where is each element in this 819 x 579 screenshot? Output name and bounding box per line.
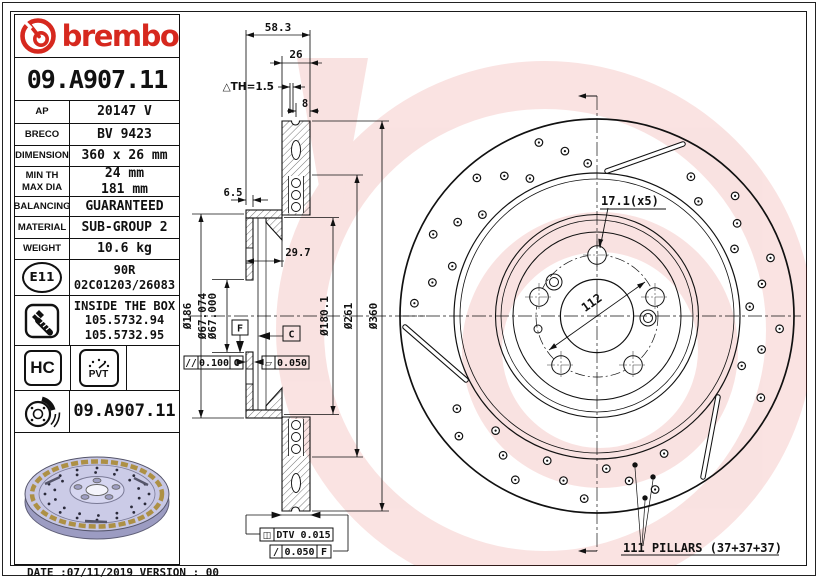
date-version-line: DATE :07/11/2019 VERSION : 00 [27,566,220,579]
disc-caliper-icon [24,396,61,428]
technical-drawing: 17.1(x5) 112 111 PILLARS (37+37+37) [181,21,807,566]
brand-wordmark: brembo [61,18,180,53]
pvt-gauge-icon [88,358,109,369]
runout-value: 0.050 [284,547,314,558]
fillet-top [265,217,283,242]
dim-offset: 29.7 [285,247,310,259]
datum-c: C [288,330,294,341]
hat-shoulder-top [245,209,283,219]
homologation-line1: 90R [113,263,136,278]
inside-box-item: 105.5732.94 [84,313,165,328]
runout-symbol: / [273,547,279,558]
dim-thickness: 26 [289,48,303,61]
disc-slots [402,141,721,480]
brembo-roundel-icon [19,18,56,54]
table-row-minth-maxdia: MIN TH MAX DIA 24 mm 181 mm [15,165,179,197]
dia-hat: Ø180.1 [318,296,331,337]
parallelism-symbol: // [185,358,197,369]
footer-part-number: 09.A907.11 [73,401,176,422]
table-row-photo [15,433,179,566]
pvt-badge: PVT [78,349,119,387]
drill-holes [410,138,784,504]
screw-icon [24,303,60,338]
flatness-symbol: ▱ [265,359,272,369]
row-label2: MAX DIA [21,181,63,193]
tolerance-frames [183,319,334,559]
table-row-coatings: HC PVT [15,346,179,391]
dia-bore-max: Ø67.074 [196,292,209,340]
flange-bolt-hole [245,368,254,385]
flange-bolt-hole [245,247,254,264]
hc-badge: HC [23,350,62,386]
drawing-frame [10,11,807,566]
dia-outer: Ø360 [367,303,380,331]
part-number-row: 09.A907.11 [15,58,179,101]
row-value: 10.6 kg [97,241,152,257]
table-row-dimension: DIMENSION 360 x 26 mm [15,146,179,167]
row-value: 24 mm [104,165,145,181]
section-view [188,120,425,512]
table-row-balancing: BALANCING GUARANTEED [14,197,179,217]
countersunk-holes [533,273,657,334]
inside-box-item: 105.5732.95 [84,327,165,342]
row-label: DIMENSION [15,146,70,166]
table-row-homologation: E11 90R 02C01203/26083 [15,260,179,296]
row-label: MIN TH [25,169,59,181]
photo-drill-holes [43,466,151,522]
bolt-hole-centermarks [525,241,669,379]
centerlines [403,96,801,551]
flatness-value: 0.050 [277,358,307,369]
runout-ref: F [321,547,327,558]
arrowheads [198,32,645,554]
part-number: 09.A907.11 [26,64,169,94]
e11-mark: E11 [22,262,62,293]
table-row-breco: BRECO BV 9423 [15,124,179,146]
vent-channels [245,140,304,493]
datum-f: F [237,324,243,335]
pillar-callout [621,462,779,556]
pvt-label: PVT [88,368,109,380]
spec-table: brembo 09.A907.11 AP 20147 V BRECO BV 94… [14,14,180,565]
dia-flange: Ø186 [181,302,194,330]
table-row-material: MATERIAL SUB-GROUP 2 [15,217,179,239]
row-value2: 181 mm [101,181,148,197]
pcd-dim: 112 [579,291,605,315]
row-label: WEIGHT [15,239,70,259]
hat-shoulder-bottom [245,409,283,419]
disc-photo [24,456,170,540]
row-label: AP [15,101,70,123]
parallelism-value: 0.100 [199,358,229,369]
pillars-note: 111 PILLARS (37+37+37) [623,541,782,555]
fillet-bottom [265,386,283,411]
dim-groove: 8 [302,98,308,110]
dtv-value: DTV 0.015 [276,530,330,541]
dim-flange-thickness: 6.5 [224,187,243,199]
row-value: GUARANTEED [85,198,164,214]
row-label: MATERIAL [15,217,70,238]
row-value: BV 9423 [97,126,152,142]
table-row-ap: AP 20147 V [15,101,179,124]
table-row-inside-box: INSIDE THE BOX 105.5732.94 105.5732.95 [15,296,179,346]
row-label: BALANCING [14,197,71,216]
row-label: BRECO [15,124,70,145]
row-value: 360 x 26 mm [81,148,168,164]
drilled-hole-section [291,473,301,493]
dim-min-th-step: △TH=1.5 [223,81,274,93]
dtv-symbol: ◫ [263,531,272,541]
homologation-line2: 02C01203/26083 [73,277,176,292]
drilled-hole-section [291,140,301,160]
row-value: 20147 V [97,104,152,120]
bolt-hole-dim: 17.1(x5) [601,194,659,208]
table-row-weight: WEIGHT 10.6 kg [15,239,179,260]
dia-friction-inner: Ø261 [342,302,355,330]
dim-overall-width: 58.3 [265,21,292,34]
inside-box-title: INSIDE THE BOX [73,298,176,313]
table-row-part-footer: 09.A907.11 [15,391,179,433]
dia-bore-min: Ø67.000 [206,293,219,340]
brand-header: brembo [15,15,180,58]
row-value: SUB-GROUP 2 [81,219,168,235]
